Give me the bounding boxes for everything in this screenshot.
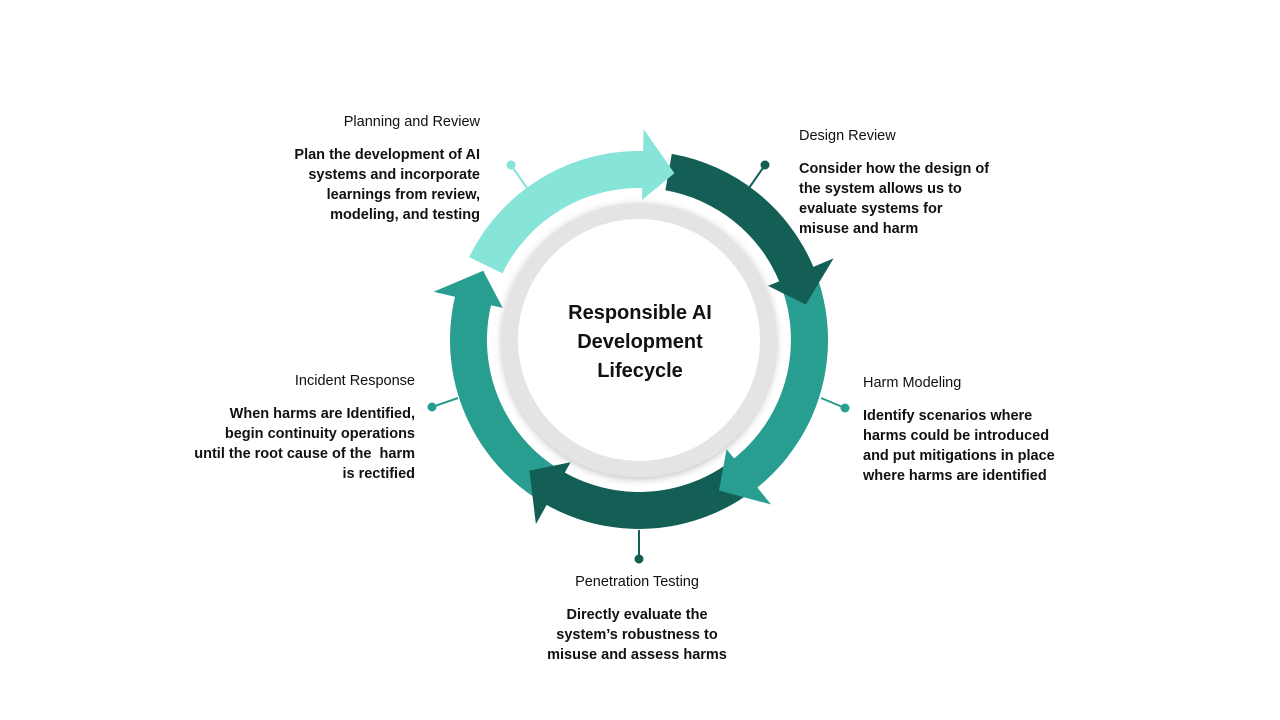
- stage-design-review: Design Review Consider how the design of…: [799, 126, 1029, 239]
- circle-dot-icon: [760, 160, 770, 170]
- stage-description-line: misuse and harm: [799, 221, 919, 237]
- stage-description-line: until the root cause of the harm: [194, 446, 415, 462]
- stage-description-line: Directly evaluate the: [566, 607, 708, 623]
- circle-dot-icon: [634, 554, 644, 564]
- stage-description-line: and put mitigations in place: [863, 448, 1055, 464]
- center-circle: [518, 219, 760, 461]
- stage-description-line: misuse and assess harms: [547, 647, 727, 663]
- center-label: Responsible AI Development Lifecycle: [540, 299, 740, 386]
- circle-dot-icon: [840, 403, 850, 413]
- stage-description-line: evaluate systems for: [799, 201, 943, 217]
- arc-harm-modeling: [719, 245, 829, 505]
- stage-planning-and-review: Planning and Review Plan the development…: [260, 112, 480, 225]
- stage-penetration-testing: Penetration Testing Directly evaluate th…: [517, 572, 757, 665]
- stage-description-line: modeling, and testing: [330, 207, 480, 223]
- stage-title: Harm Modeling: [863, 375, 962, 391]
- stage-title: Design Review: [799, 128, 896, 144]
- stage-title: Incident Response: [294, 373, 415, 389]
- stage-incident-response: Incident Response When harms are Identif…: [175, 371, 415, 484]
- stage-description-line: system’s robustness to: [556, 627, 718, 643]
- stage-description-line: where harms are identified: [863, 468, 1047, 484]
- center-label-line: Responsible AI: [568, 302, 712, 324]
- stage-description-line: systems and incorporate: [308, 167, 480, 183]
- center-label-line: Lifecycle: [597, 360, 683, 382]
- stage-description-line: Plan the development of AI: [294, 147, 480, 163]
- stage-description-line: learnings from review,: [326, 187, 480, 203]
- stage-description-line: is rectified: [342, 466, 415, 482]
- connector-incident-line: [431, 397, 459, 408]
- stage-description-line: When harms are Identified,: [229, 406, 415, 422]
- stage-description-line: the system allows us to: [799, 181, 962, 197]
- stage-description-line: Consider how the design of: [799, 161, 990, 177]
- circle-dot-icon: [427, 402, 437, 412]
- stage-title: Planning and Review: [343, 114, 480, 130]
- stage-description-line: harms could be introduced: [863, 428, 1050, 444]
- connector-planning-line: [510, 164, 528, 189]
- lifecycle-arcs: [433, 129, 834, 529]
- arc-incident-response: [433, 270, 613, 527]
- stage-title: Penetration Testing: [575, 574, 699, 590]
- arc-penetration-testing: [529, 433, 788, 529]
- center-label-line: Development: [577, 331, 703, 353]
- circle-dot-icon: [506, 160, 516, 170]
- connector-lines: [427, 160, 850, 564]
- stage-description-line: begin continuity operations: [224, 426, 415, 442]
- stage-description-line: Identify scenarios where: [863, 408, 1033, 424]
- arc-planning-and-review: [469, 129, 675, 274]
- stage-harm-modeling: Harm Modeling Identify scenarios where h…: [863, 373, 1103, 486]
- connector-design-line: [748, 164, 766, 189]
- arc-design-review: [665, 153, 834, 305]
